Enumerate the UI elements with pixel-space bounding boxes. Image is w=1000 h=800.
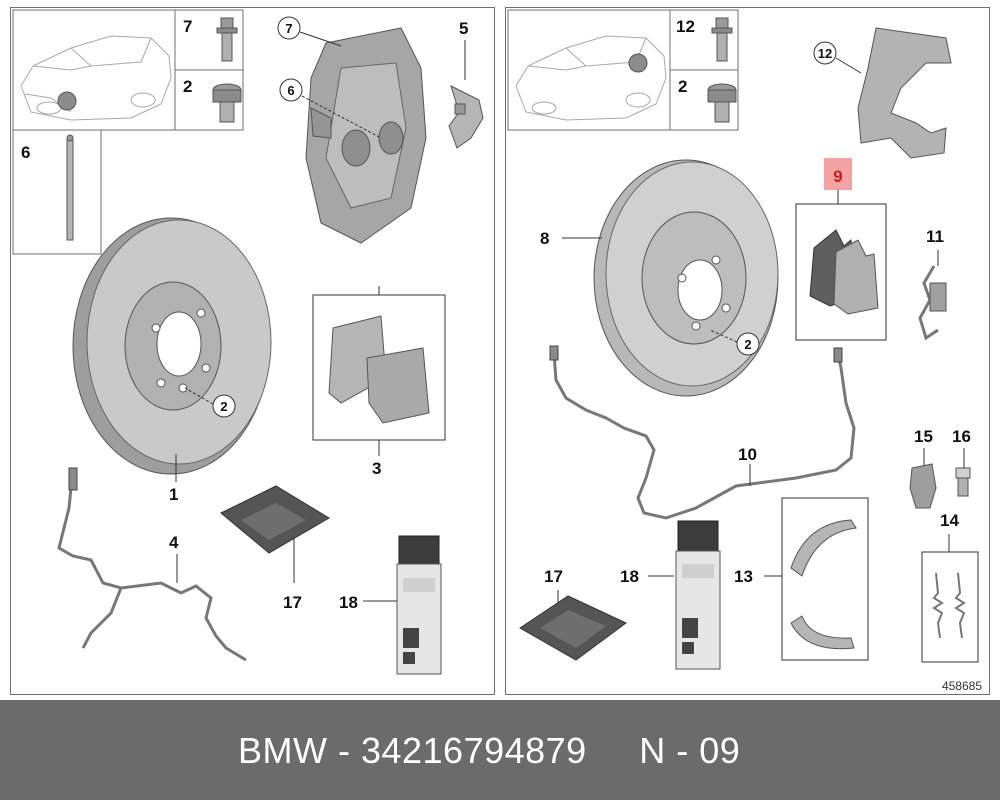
bolt-icon xyxy=(216,17,238,62)
right-parts-illustration: 12 2 12 8 xyxy=(507,9,982,693)
parking-brake-shoe-icon xyxy=(790,519,857,650)
car-outline-icon xyxy=(515,35,667,121)
grease-sachet-icon xyxy=(220,485,330,554)
label-part-18: 18 xyxy=(620,567,639,586)
highlight-badge xyxy=(824,158,852,190)
spring-clip-icon xyxy=(448,85,484,149)
grease-sachet-icon xyxy=(519,595,627,661)
location-marker-icon xyxy=(628,53,648,73)
left-parts-panel: 7 2 6 7 6 xyxy=(10,7,495,695)
callout-part-2: 2 xyxy=(220,399,227,414)
spring-set-frame xyxy=(921,551,979,663)
left-parts-illustration: 7 2 6 7 6 xyxy=(12,9,484,675)
screw-plug-icon xyxy=(707,83,737,123)
right-parts-panel: 12 2 12 8 xyxy=(505,7,990,695)
screw-plug-icon xyxy=(212,83,242,123)
label-part-7: 7 xyxy=(183,17,192,36)
label-part-8: 8 xyxy=(540,229,549,248)
bolt-icon xyxy=(711,17,733,62)
adjuster-icon xyxy=(909,463,937,509)
brake-disc-icon xyxy=(72,217,272,475)
label-part-2: 2 xyxy=(678,77,687,96)
label-part-13: 13 xyxy=(734,567,753,586)
pressure-pin-icon xyxy=(955,467,971,497)
label-part-5: 5 xyxy=(459,19,468,38)
label-part-9: 9 xyxy=(833,167,842,186)
brake-disc-icon xyxy=(593,159,779,397)
car-location-inset xyxy=(12,9,244,255)
diagram-reference-number: 458685 xyxy=(942,679,982,693)
label-part-3: 3 xyxy=(372,459,381,478)
part-number-text: BMW - 34216794879 N - 09 xyxy=(238,730,741,771)
label-part-10: 10 xyxy=(738,445,757,464)
retaining-spring-icon xyxy=(918,265,947,341)
wear-sensor-icon xyxy=(57,467,247,662)
spray-can-icon xyxy=(396,535,442,675)
spring-icon xyxy=(932,572,966,639)
callout-part-12: 12 xyxy=(818,46,832,61)
label-part-17: 17 xyxy=(283,593,302,612)
brake-pad-icon xyxy=(809,229,879,315)
label-part-15: 15 xyxy=(914,427,933,446)
wear-sensor-icon xyxy=(552,352,856,520)
callout-part-6: 6 xyxy=(287,83,294,98)
label-part-12: 12 xyxy=(676,17,695,36)
label-part-18: 18 xyxy=(339,593,358,612)
location-marker-icon xyxy=(57,91,77,111)
label-part-2: 2 xyxy=(183,77,192,96)
label-part-17: 17 xyxy=(544,567,563,586)
car-location-inset xyxy=(507,9,739,131)
brake-caliper-icon xyxy=(305,27,427,244)
callout-part-2: 2 xyxy=(744,337,751,352)
label-part-6: 6 xyxy=(21,143,30,162)
label-part-11: 11 xyxy=(926,227,944,246)
label-part-1: 1 xyxy=(169,485,178,504)
caliper-carrier-icon xyxy=(857,27,952,159)
label-part-14: 14 xyxy=(940,511,959,530)
callout-part-7: 7 xyxy=(285,21,292,36)
label-part-16: 16 xyxy=(952,427,971,446)
label-part-4: 4 xyxy=(169,533,179,552)
guide-pin-icon xyxy=(66,134,74,241)
spray-can-icon xyxy=(675,520,721,670)
brake-pad-icon xyxy=(328,315,430,424)
part-number-footer: BMW - 34216794879 N - 09 xyxy=(0,700,1000,800)
